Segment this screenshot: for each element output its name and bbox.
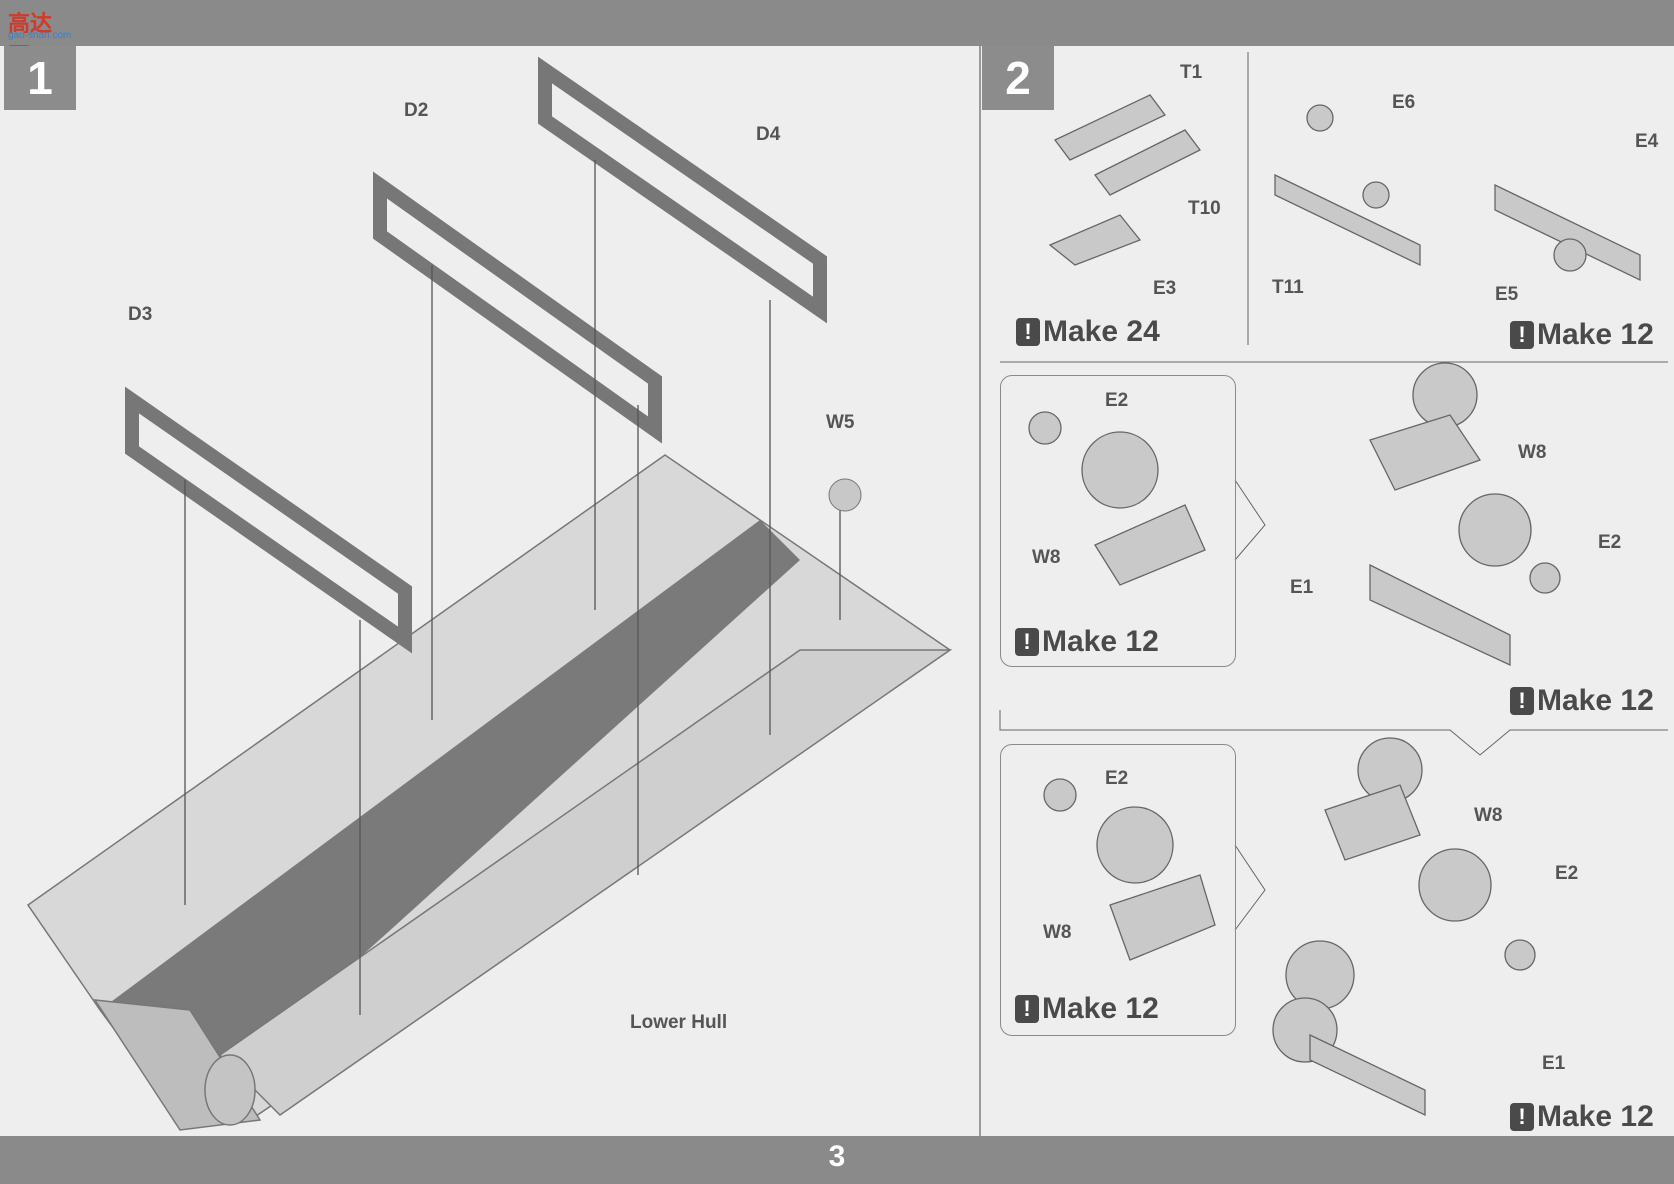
part-label-w8-a: W8 (1032, 547, 1061, 568)
bottom-bar (0, 1136, 1674, 1184)
part-label-e2-b: E2 (1598, 532, 1622, 553)
frame-parts (125, 56, 827, 654)
step-1-badge: 1 (4, 46, 76, 110)
make-count-c: !Make 12 (1015, 625, 1159, 659)
part-label-w8-c: W8 (1043, 922, 1072, 943)
part-label-e1-d: E1 (1542, 1053, 1566, 1074)
step-2-badge: 2 (982, 46, 1054, 110)
part-label-e2-c: E2 (1105, 768, 1129, 789)
make-count-e: !Make 12 (1015, 992, 1159, 1026)
part-label-lower-hull: Lower Hull (630, 1012, 728, 1033)
part-label-e6: E6 (1392, 92, 1416, 113)
part-label-t10: T10 (1188, 198, 1221, 219)
part-label-d2: D2 (404, 100, 429, 121)
part-label-e2-a: E2 (1105, 390, 1129, 411)
part-label-t1: T1 (1180, 62, 1203, 83)
part-label-w8-b: W8 (1518, 442, 1547, 463)
subassembly-box-2 (1000, 744, 1236, 1036)
part-label-e1-b: E1 (1290, 577, 1314, 598)
make-count-f: !Make 12 (1510, 1100, 1654, 1134)
part-label-e2-d: E2 (1555, 863, 1579, 884)
part-label-e3: E3 (1153, 278, 1177, 299)
top-bar (0, 0, 1674, 46)
page-number: 3 (828, 1140, 846, 1173)
part-label-d4: D4 (756, 124, 781, 145)
part-label-d3: D3 (128, 304, 153, 325)
part-label-e5: E5 (1495, 284, 1519, 305)
step-divider (979, 46, 981, 1136)
make-count-b: !Make 12 (1510, 318, 1654, 352)
make-count-d: !Make 12 (1510, 684, 1654, 718)
part-label-w8-d: W8 (1474, 805, 1503, 826)
lower-hull-drawing (26, 454, 953, 1131)
part-label-w5: W5 (826, 412, 855, 433)
make-count-a: !Make 24 (1016, 315, 1160, 349)
part-label-t11: T11 (1272, 277, 1304, 298)
subassembly-box-1 (1000, 375, 1236, 667)
part-label-e4: E4 (1635, 131, 1659, 152)
